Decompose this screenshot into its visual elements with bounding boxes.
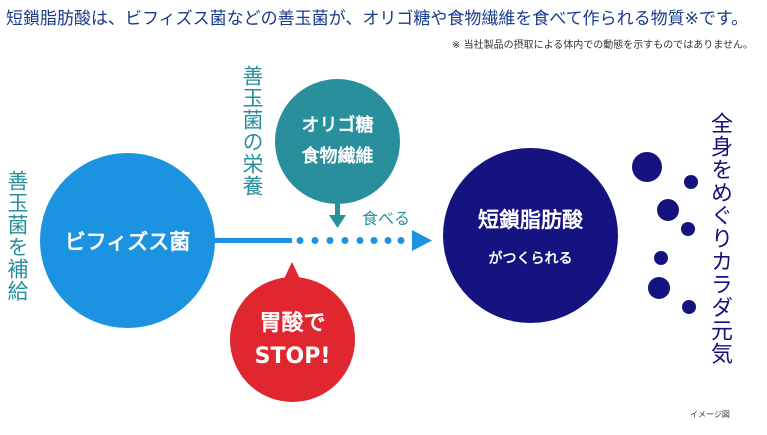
scfa-bubble xyxy=(648,277,670,299)
solid-connector xyxy=(210,238,292,243)
stomach-acid-label: 胃酸で xyxy=(259,310,326,336)
path-dot xyxy=(326,237,334,244)
dietary-fiber-label: 食物繊維 xyxy=(301,145,374,167)
oligosaccharide-label: オリゴ糖 xyxy=(301,114,374,136)
scfa-bubbles xyxy=(632,152,698,314)
scfa-bubble xyxy=(654,251,668,265)
path-dot xyxy=(356,237,364,244)
headline: 短鎖脂肪酸は、ビフィズス菌などの善玉菌が、オリゴ糖や食物繊維を食べて作られる物質… xyxy=(6,9,749,29)
bifidobacteria-label: ビフィズス菌 xyxy=(64,229,191,254)
eat-label: 食べる xyxy=(362,209,411,228)
path-dot xyxy=(370,237,378,244)
path-dot xyxy=(397,237,405,244)
scfa-bubble xyxy=(682,300,696,314)
label-supplement-probiotics: 善玉菌を補給 xyxy=(5,170,29,302)
path-dot xyxy=(341,237,349,244)
path-dot xyxy=(296,237,304,244)
disclaimer-note: ※ 当社製品の摂取による体内での動態を示すものではありません。 xyxy=(452,40,753,51)
path-dot xyxy=(311,237,319,244)
scfa-label: 短鎖脂肪酸 xyxy=(478,207,583,232)
teal-down-arrow-icon xyxy=(329,215,346,228)
stop-label: STOP! xyxy=(254,343,331,369)
oligosaccharide-circle: オリゴ糖 食物繊維 xyxy=(275,79,400,204)
bifidobacteria-circle: ビフィズス菌 xyxy=(40,153,215,328)
scfa-bubble xyxy=(684,175,698,189)
label-body-circulation: 全身をめぐりカラダ元気 xyxy=(707,112,732,365)
dotted-path xyxy=(296,237,405,244)
scfa-bubble xyxy=(657,199,679,221)
label-probiotic-nutrition: 善玉菌の栄養 xyxy=(240,65,264,197)
scfa-bubble xyxy=(632,152,662,182)
scfa-sub-label: がつくられる xyxy=(488,250,573,267)
stomach-acid-circle: 胃酸で STOP! xyxy=(230,277,355,402)
path-dot xyxy=(384,237,392,244)
teal-arrow-shaft xyxy=(335,202,340,217)
right-arrowhead-icon xyxy=(412,230,432,251)
image-caption: イメージ図 xyxy=(690,410,730,419)
scfa-bubble xyxy=(681,222,695,236)
scfa-circle: 短鎖脂肪酸 がつくられる xyxy=(443,148,618,323)
